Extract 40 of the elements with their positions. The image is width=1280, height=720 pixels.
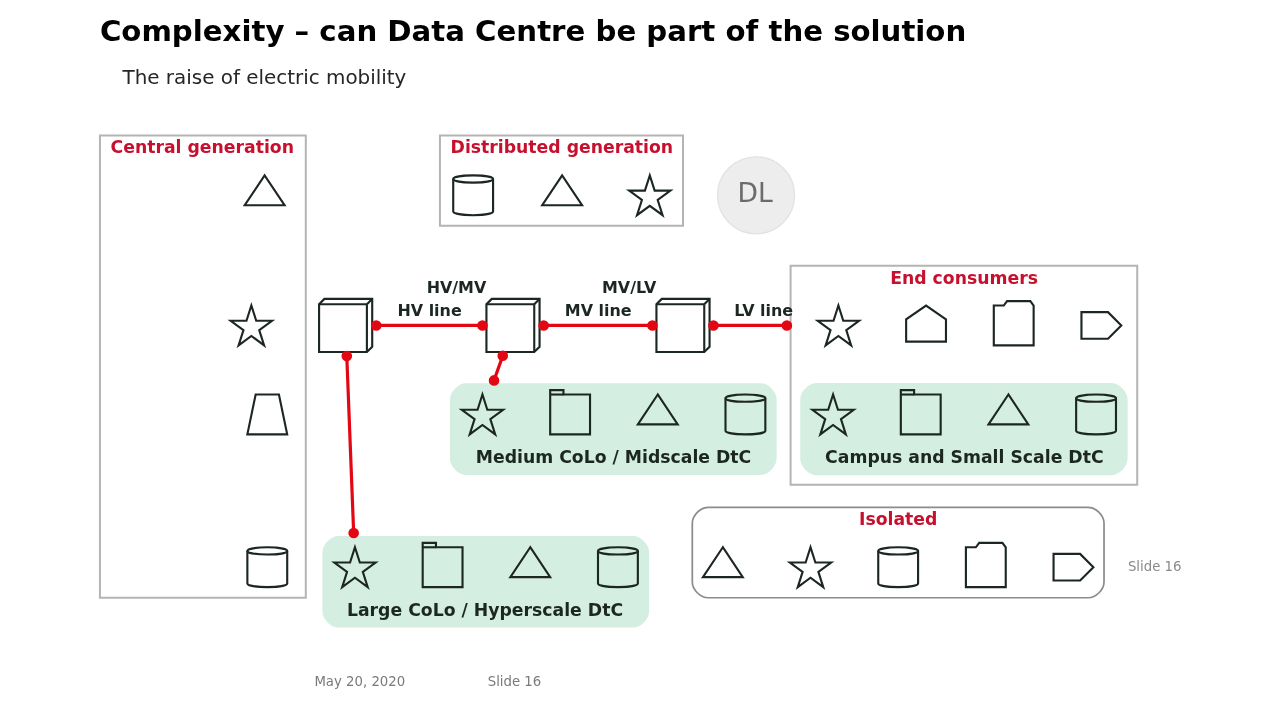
node-picture (625, 171, 674, 219)
node-picture (226, 302, 275, 349)
cluster: Isolated (690, 506, 1105, 599)
node-picture (539, 173, 584, 207)
node-picture (986, 392, 1030, 426)
node-picture (458, 391, 506, 438)
cluster: Campus and Small Scale DtC (799, 382, 1128, 476)
node-picture (1079, 311, 1123, 340)
node-picture (1052, 552, 1095, 582)
edge-label: HV line (396, 301, 462, 321)
node-picture (904, 304, 947, 343)
connector (537, 320, 658, 331)
node-picture (992, 300, 1035, 347)
label: May 20, 2020 (313, 674, 405, 690)
node-picture (507, 545, 552, 579)
node-picture (964, 541, 1007, 589)
connector (488, 350, 508, 386)
node-label: MV/LV (601, 278, 656, 298)
node-label: HV/MV (426, 278, 486, 298)
connector (340, 350, 359, 539)
label: The raise of electric mobility (122, 66, 406, 90)
cluster: Distributed generation (438, 134, 684, 227)
node-picture (814, 302, 862, 349)
connector (370, 320, 488, 331)
cluster: Large CoLo / Hyperscale DtC (321, 536, 649, 628)
node-picture (808, 391, 857, 438)
node-picture (700, 545, 745, 579)
node-picture (242, 173, 287, 207)
node-picture (245, 393, 288, 436)
cluster: Central generation (98, 134, 307, 599)
node-picture (786, 543, 834, 590)
diagram-title: Complexity – can Data Centre be part of the solution (99, 13, 966, 48)
node-picture (635, 392, 680, 426)
edge-label: MV line (564, 301, 632, 321)
label: Slide 16 (1127, 558, 1181, 574)
label: Slide 16 (487, 674, 541, 690)
connector (707, 320, 792, 331)
cluster: Medium CoLo / Midscale DtC (449, 383, 777, 475)
node-circle: DL (716, 156, 795, 235)
node-picture (330, 543, 379, 590)
